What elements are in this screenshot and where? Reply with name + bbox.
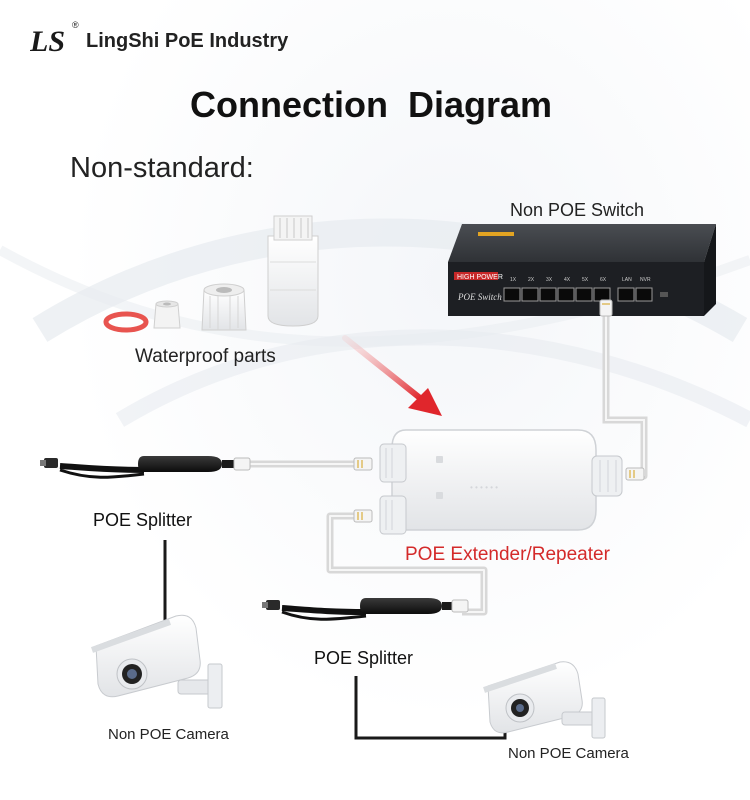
brand-logo: LS [30, 25, 65, 57]
section-subtitle: Non-standard: [70, 152, 254, 184]
svg-text:NVR: NVR [640, 277, 651, 283]
svg-text:5X: 5X [582, 277, 589, 283]
svg-text:1X: 1X [510, 277, 517, 283]
extender-label: POE Extender/Repeater [405, 544, 610, 565]
svg-text:LAN: LAN [622, 277, 632, 283]
camera-icon [90, 614, 223, 709]
splitter-2-label: POE Splitter [314, 648, 414, 668]
svg-text:2X: 2X [528, 277, 535, 283]
switch-model: POE Switch [457, 292, 502, 302]
camera-2-label: Non POE Camera [508, 745, 629, 762]
non-poe-switch: HIGH POWER POE Switch 1X 2X 3X 4X 5X 6X … [448, 224, 716, 316]
switch-badge: HIGH POWER [457, 274, 503, 281]
arrow-icon [342, 335, 442, 416]
page-title: Connection Diagram [190, 84, 553, 125]
cable-switch-to-extender [602, 301, 648, 480]
rj45-plug [353, 509, 373, 523]
poe-splitter-2 [262, 598, 469, 621]
rj45-plug [625, 467, 645, 481]
switch-label: Non POE Switch [510, 200, 645, 220]
svg-text:6X: 6X [600, 277, 607, 283]
camera-icon [483, 661, 606, 739]
svg-text:• • • • • •: • • • • • • [470, 483, 498, 492]
splitter-1-label: POE Splitter [93, 510, 193, 530]
switch-ports: 1X 2X 3X 4X 5X 6X LAN NVR [503, 277, 653, 302]
brand-name: LingShi PoE Industry [86, 30, 289, 52]
svg-text:4X: 4X [564, 277, 571, 283]
rj45-plug [353, 457, 373, 471]
waterproof-parts [103, 215, 319, 333]
cable-splitter2-to-camera2 [354, 676, 507, 740]
waterproof-parts-label: Waterproof parts [135, 346, 276, 367]
poe-splitter-1 [40, 456, 251, 479]
camera-1-label: Non POE Camera [108, 726, 229, 743]
svg-text:3X: 3X [546, 277, 553, 283]
poe-extender: • • • • • • [379, 429, 623, 535]
rj45-plug [599, 299, 613, 317]
cable-extender-to-splitter2 [326, 512, 488, 616]
registered-mark: ® [72, 20, 79, 30]
brand-mark: LS [30, 25, 65, 57]
